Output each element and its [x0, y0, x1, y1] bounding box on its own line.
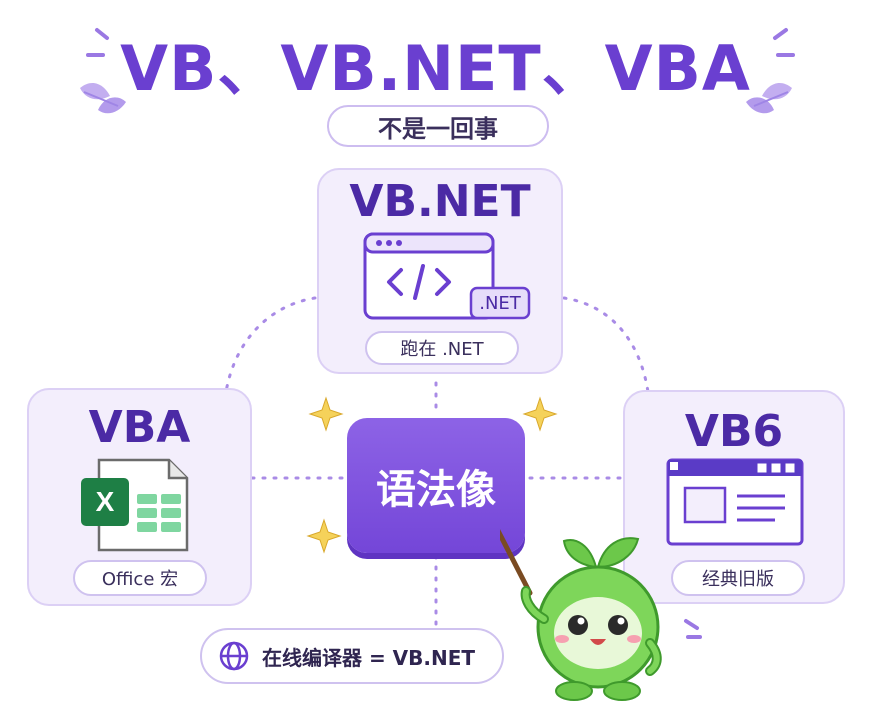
- mascot-icon: [500, 529, 662, 701]
- card-vb6: VB6 经典旧版: [623, 390, 845, 604]
- card-vbnet: VB.NET .NET 跑在 .NET: [317, 168, 563, 374]
- excel-icon: X: [81, 458, 189, 552]
- card-vbnet-pill: 跑在 .NET: [365, 331, 519, 365]
- code-window-icon: [363, 232, 531, 320]
- online-compiler-pill: 在线编译器 = VB.NET: [200, 628, 504, 684]
- svg-text:X: X: [96, 486, 115, 517]
- card-vb6-pill: 经典旧版: [671, 560, 805, 596]
- leaf-icon: [746, 82, 792, 114]
- leaf-icon: [80, 82, 126, 114]
- center-syntax-box: 语法像: [347, 418, 525, 553]
- title-accent-dashes: [86, 28, 795, 639]
- sparkle-icon: [522, 396, 558, 432]
- card-vba-pill: Office 宏: [73, 560, 207, 596]
- dotnet-badge: .NET: [479, 292, 521, 314]
- card-vba-title: VBA: [88, 402, 191, 453]
- card-vbnet-title: VB.NET: [349, 176, 531, 227]
- card-vba: VBA X Office 宏: [27, 388, 252, 606]
- globe-icon: [219, 641, 249, 671]
- online-compiler-label: 在线编译器 = VB.NET: [262, 645, 476, 670]
- subtitle-pill: 不是一回事: [327, 105, 549, 147]
- classic-window-icon: [666, 458, 804, 546]
- sparkle-icon: [306, 518, 342, 554]
- card-vb6-title: VB6: [684, 406, 784, 457]
- sparkle-icon: [308, 396, 344, 432]
- main-title: VB、VB.NET、VBA: [120, 32, 751, 105]
